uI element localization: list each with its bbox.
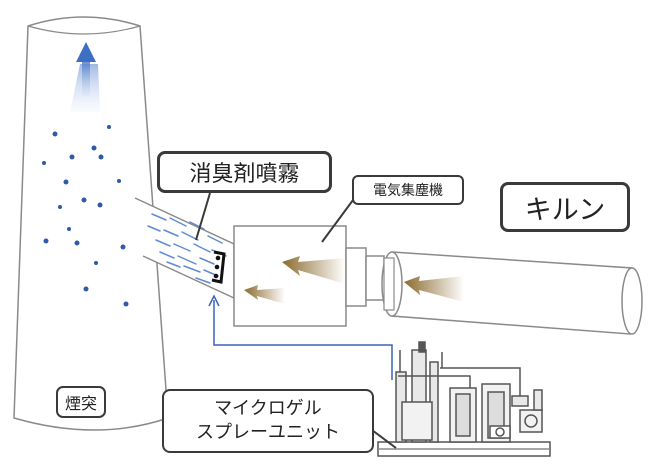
chimney-droplets [42,125,129,307]
kiln [381,251,643,335]
flow-arrow-small [244,285,285,304]
spray-unit-label-line1: マイクロゲル [214,398,322,419]
deodorant-spray-label: 消臭剤噴霧 [157,151,332,193]
callout-lines [195,192,397,449]
duct-to-chimney [134,197,235,300]
chimney-label: 煙突 [56,386,106,418]
chimney [13,16,169,431]
spray-unit-label-line2: スプレーユニット [196,422,340,443]
flow-arrow-large [282,256,345,284]
spray-unit-machine [377,341,551,457]
spray-unit-label: マイクロゲル スプレーユニット [162,389,374,453]
exhaust-up-arrow [70,42,100,112]
feed-pipe [208,294,393,380]
kiln-label: キルン [500,182,630,232]
dust-collector [233,225,385,327]
dust-collector-label: 電気集塵機 [352,175,464,205]
spray-nozzle [211,250,226,284]
flow-arrow-kiln [404,276,464,302]
